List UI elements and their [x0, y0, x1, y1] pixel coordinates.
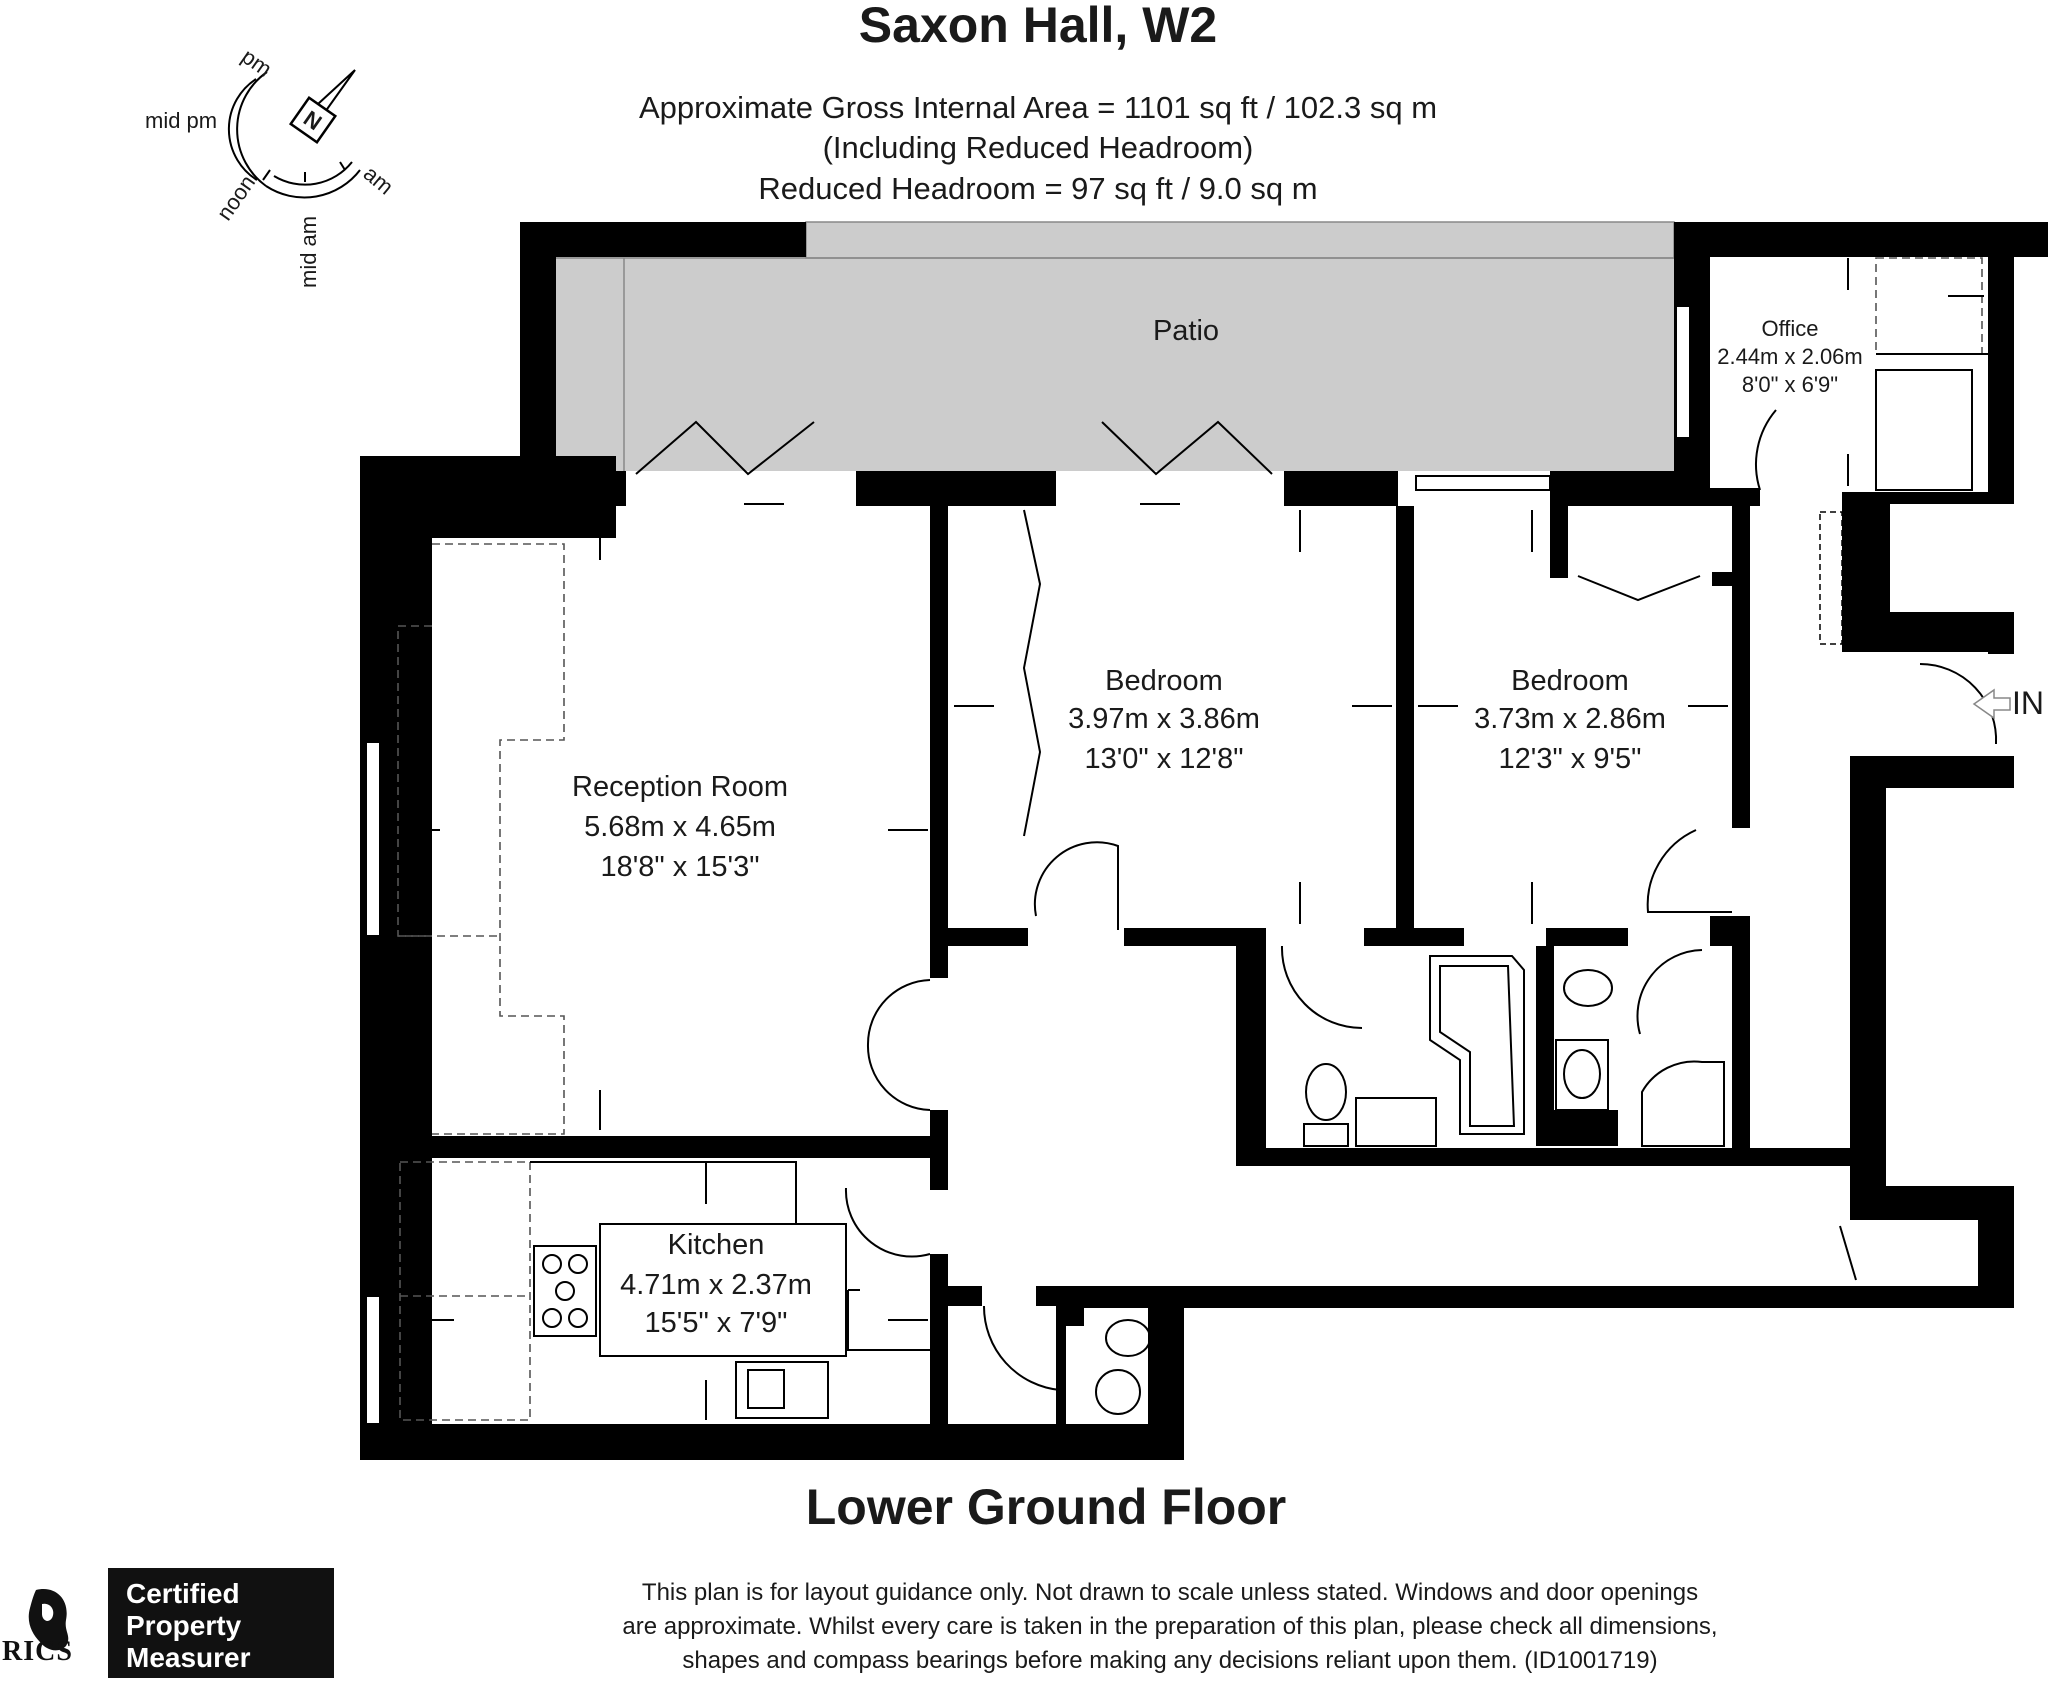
compass: N pm mid pm noon mid am am [145, 44, 398, 288]
shower [1641, 1060, 1725, 1147]
ensuite-toilet [1563, 969, 1613, 1007]
kitchen-label: Kitchen 4.71m x 2.37m 15'5" x 7'9" [620, 1229, 812, 1339]
compass-am-arc-inner [273, 161, 353, 186]
wc-basin [1105, 1319, 1151, 1357]
compass-noon-label: noon [212, 170, 261, 224]
badge-line-3: Measurer [126, 1642, 251, 1673]
kitchen-island [599, 1223, 847, 1357]
kitchen-imperial: 15'5" x 7'9" [645, 1307, 788, 1339]
bathroom-basin [1355, 1097, 1437, 1147]
patio-area [556, 257, 1674, 471]
kitchen-counter [399, 1161, 531, 1421]
reception-imperial: 18'8" x 15'3" [600, 851, 759, 883]
rics-logo-text: RICS [2, 1636, 73, 1667]
office-imperial: 8'0" x 6'9" [1742, 372, 1838, 397]
walls [360, 222, 2048, 1460]
ensuite-basin [1555, 1039, 1609, 1111]
compass-mid-pm-label: mid pm [145, 108, 217, 133]
bathroom-toilet [1305, 1063, 1347, 1121]
office-label: Office 2.44m x 2.06m 8'0" x 6'9" [1717, 316, 1863, 397]
kitchen-sink [735, 1361, 829, 1419]
rics-lion-logo-icon [28, 1589, 69, 1651]
bedroom2-name: Bedroom [1511, 665, 1629, 697]
compass-pm-arc-inner [227, 78, 258, 181]
badge-line-2: Property [126, 1610, 242, 1641]
compass-am-label: am [359, 161, 398, 200]
reception-label: Reception Room 5.68m x 4.65m 18'8" x 15'… [572, 771, 788, 883]
bedroom1-label: Bedroom 3.97m x 3.86m 13'0" x 12'8" [1068, 665, 1260, 775]
compass-pm-arc [236, 71, 268, 187]
entrance-arrow-icon [1972, 688, 2011, 720]
office-name: Office [1761, 316, 1818, 341]
bedroom2-window [1415, 475, 1551, 491]
badge-line-1: Certified [126, 1578, 240, 1609]
kitchen-name: Kitchen [668, 1229, 765, 1261]
bedroom1-imperial: 13'0" x 12'8" [1084, 743, 1243, 775]
patio-glazing [805, 221, 1675, 259]
office-metric: 2.44m x 2.06m [1717, 344, 1863, 369]
compass-needle [316, 69, 356, 114]
including-headroom-line: (Including Reduced Headroom) [823, 130, 1254, 165]
compass-pm-label: pm [237, 44, 276, 82]
bedroom1-name: Bedroom [1105, 665, 1223, 697]
dimension-arrows [400, 258, 1984, 1420]
kitchen-window [365, 1295, 381, 1425]
reception-name: Reception Room [572, 771, 788, 803]
wc-toilet [1095, 1369, 1141, 1415]
bedroom2-label: Bedroom 3.73m x 2.86m 12'3" x 9'5" [1474, 665, 1666, 775]
disclaimer-line-2: are approximate. Whilst every care is ta… [622, 1613, 1717, 1640]
plan-title: Saxon Hall, W2 [859, 0, 1217, 53]
bedroom2-metric: 3.73m x 2.86m [1474, 703, 1666, 735]
bedroom2-imperial: 12'3" x 9'5" [1499, 743, 1642, 775]
hall-cupboard [1819, 511, 1843, 645]
reception-metric: 5.68m x 4.65m [584, 811, 776, 843]
bath [1429, 955, 1525, 1135]
office-cupboard [1875, 257, 1983, 355]
disclaimer-line-1: This plan is for layout guidance only. N… [642, 1579, 1698, 1606]
reception-window [365, 741, 381, 937]
compass-am-arc [265, 169, 361, 199]
floor-name: Lower Ground Floor [806, 1479, 1287, 1535]
bedroom1-metric: 3.97m x 3.86m [1068, 703, 1260, 735]
kitchen-metric: 4.71m x 2.37m [620, 1269, 812, 1301]
disclaimer-line-3: shapes and compass bearings before makin… [682, 1647, 1657, 1674]
hob [533, 1245, 597, 1337]
reception-built-in-units [397, 543, 565, 1135]
hob-burners [542, 1254, 588, 1328]
compass-mid-am-label: mid am [296, 216, 321, 288]
entrance-label: IN [2012, 685, 2044, 721]
compass-north-box [288, 95, 338, 145]
reduced-headroom-line: Reduced Headroom = 97 sq ft / 9.0 sq m [758, 171, 1317, 206]
certified-property-measurer-badge: Certified Property Measurer [108, 1568, 334, 1678]
patio-label: Patio [1153, 315, 1219, 347]
gross-area-line: Approximate Gross Internal Area = 1101 s… [639, 90, 1437, 125]
office-window [1675, 305, 1691, 439]
doors [635, 409, 1998, 1391]
